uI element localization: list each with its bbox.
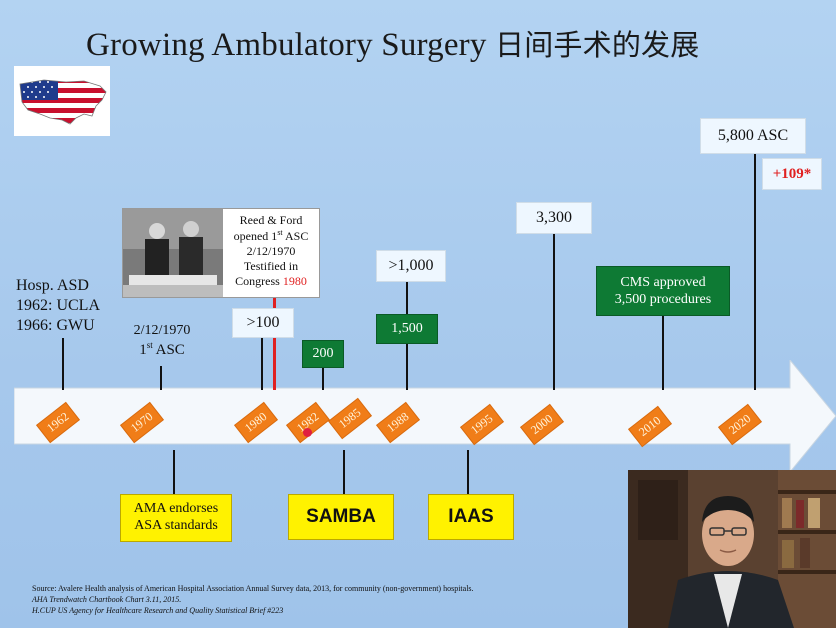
connector-2010 bbox=[662, 316, 664, 390]
count-plus109: +109* bbox=[762, 158, 822, 190]
connector-iaas bbox=[467, 450, 469, 494]
event-hosp-asd: Hosp. ASD 1962: UCLA 1966: GWU bbox=[16, 276, 116, 336]
source-line1: Source: Avalere Health analysis of Ameri… bbox=[32, 584, 474, 593]
slide-title: Growing Ambulatory Surgery 日间手术的发展 bbox=[86, 22, 699, 64]
connector-1970 bbox=[160, 366, 162, 390]
title-english: Growing Ambulatory Surgery bbox=[86, 27, 487, 63]
reed-ford-text: Reed & Ford opened 1st ASC 2/12/1970 Tes… bbox=[233, 213, 309, 288]
connector-samba bbox=[343, 450, 345, 494]
samba-box: SAMBA bbox=[288, 494, 394, 540]
iaas-box: IAAS bbox=[428, 494, 514, 540]
count-3300: 3,300 bbox=[516, 202, 592, 234]
source-footnote: Source: Avalere Health analysis of Ameri… bbox=[32, 584, 474, 616]
connector-2000 bbox=[553, 232, 555, 390]
reed-ford-photo bbox=[123, 209, 223, 297]
count-5800-asc: 5,800 ASC bbox=[700, 118, 806, 154]
count-gt100: >100 bbox=[232, 308, 294, 338]
connector-1980-red bbox=[273, 296, 276, 390]
cms-line1: CMS approved bbox=[620, 274, 706, 290]
ama-line1: AMA endorses bbox=[133, 501, 219, 517]
connector-2020 bbox=[754, 152, 756, 390]
event-first-asc: 2/12/1970 1st ASC bbox=[122, 322, 202, 359]
count-200: 200 bbox=[302, 340, 344, 368]
hosp-asd-line3: 1966: GWU bbox=[16, 317, 95, 334]
connector-200 bbox=[322, 366, 324, 390]
connector-ama bbox=[173, 450, 175, 494]
connector-1962 bbox=[62, 338, 64, 390]
first-asc-label: 1st ASC bbox=[139, 339, 185, 358]
title-chinese: 日间手术的发展 bbox=[495, 28, 700, 62]
connector-gt100 bbox=[261, 336, 263, 390]
presenter-webcam bbox=[628, 470, 836, 628]
reed-ford-card: Reed & Ford opened 1st ASC 2/12/1970 Tes… bbox=[122, 208, 320, 298]
source-line2: AHA Trendwatch Chartbook Chart 3.11, 201… bbox=[32, 594, 182, 604]
count-gt1000: >1,000 bbox=[376, 250, 446, 282]
first-asc-date: 2/12/1970 bbox=[133, 323, 191, 338]
ama-endorses: AMA endorses ASA standards bbox=[120, 494, 232, 542]
usa-map-flag-icon bbox=[14, 66, 110, 136]
hosp-asd-line2: 1962: UCLA bbox=[16, 297, 100, 314]
source-line3: H.CUP US Agency for Healthcare Research … bbox=[32, 605, 284, 615]
cms-line2: 3,500 procedures bbox=[614, 292, 712, 307]
hosp-asd-line1: Hosp. ASD bbox=[16, 277, 89, 294]
ama-line2: ASA standards bbox=[134, 518, 218, 533]
timeline-arrow bbox=[14, 360, 836, 472]
pointer-dot bbox=[303, 428, 312, 437]
cms-approved: CMS approved 3,500 procedures bbox=[596, 266, 730, 316]
count-1500: 1,500 bbox=[376, 314, 438, 344]
